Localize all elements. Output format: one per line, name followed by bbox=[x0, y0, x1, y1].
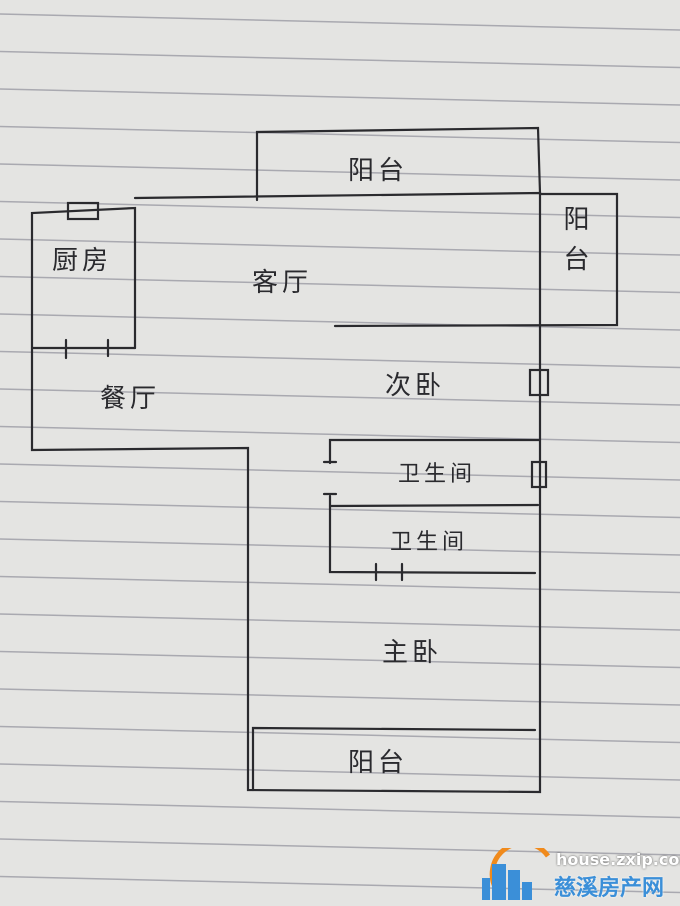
paper-rule-line bbox=[0, 88, 680, 106]
paper-rule-line bbox=[0, 875, 680, 894]
balcony-right-outline bbox=[333, 192, 619, 328]
paper-rule-line bbox=[0, 50, 680, 69]
paper-rule-line bbox=[0, 650, 680, 669]
bathroom-divider bbox=[328, 503, 540, 508]
watermark: house.zxip.com 慈溪房产网 bbox=[478, 848, 680, 904]
paper-rule-line bbox=[0, 763, 680, 781]
kitchen-window bbox=[66, 201, 100, 221]
watermark-name: 慈溪房产网 bbox=[554, 876, 665, 901]
paper-rule-line bbox=[0, 463, 680, 481]
window bbox=[528, 368, 550, 397]
paper-rule-line bbox=[0, 613, 680, 631]
outer-wall bbox=[30, 191, 542, 794]
paper-rule-line bbox=[0, 388, 680, 406]
label-balcony-top: 阳台 bbox=[348, 156, 409, 186]
paper-rule-line bbox=[0, 350, 680, 369]
bathroom-2-wall bbox=[328, 494, 537, 575]
balcony-bottom-outline bbox=[251, 726, 537, 792]
bathroom-1-wall bbox=[328, 438, 542, 465]
label-dining-room: 餐厅 bbox=[100, 384, 161, 414]
label-bathroom-2: 卫生间 bbox=[390, 530, 469, 555]
label-living-room: 客厅 bbox=[252, 268, 313, 298]
building-logo-icon bbox=[482, 848, 551, 900]
paper-rule-line bbox=[0, 163, 680, 181]
paper-rule-line bbox=[0, 800, 680, 819]
paper-rule-line bbox=[0, 275, 680, 294]
paper-rule-line bbox=[0, 575, 680, 594]
paper-rule-line bbox=[0, 500, 680, 519]
paper-rule-line bbox=[0, 238, 680, 256]
label-balcony-right: 阳台 bbox=[559, 205, 589, 285]
balcony-top-outline bbox=[255, 126, 542, 202]
paper-rule-line bbox=[0, 725, 680, 744]
paper-rule-line bbox=[0, 313, 680, 331]
paper-rule-line bbox=[0, 125, 680, 144]
watermark-url: house.zxip.com bbox=[556, 850, 680, 869]
paper-rule-line bbox=[0, 425, 680, 444]
label-bathroom-1: 卫生间 bbox=[398, 462, 477, 487]
label-kitchen: 厨房 bbox=[52, 246, 113, 276]
paper-rule-line bbox=[0, 538, 680, 556]
paper-rule-line bbox=[0, 838, 680, 856]
window bbox=[530, 460, 548, 489]
floor-plan-walls bbox=[30, 126, 619, 794]
paper-rule-line bbox=[0, 200, 680, 219]
label-balcony-bottom: 阳台 bbox=[348, 748, 409, 778]
label-master-bedroom: 主卧 bbox=[382, 638, 443, 668]
label-second-bedroom: 次卧 bbox=[385, 371, 446, 401]
paper-rule-line bbox=[0, 688, 680, 706]
paper-rule-line bbox=[0, 13, 680, 31]
